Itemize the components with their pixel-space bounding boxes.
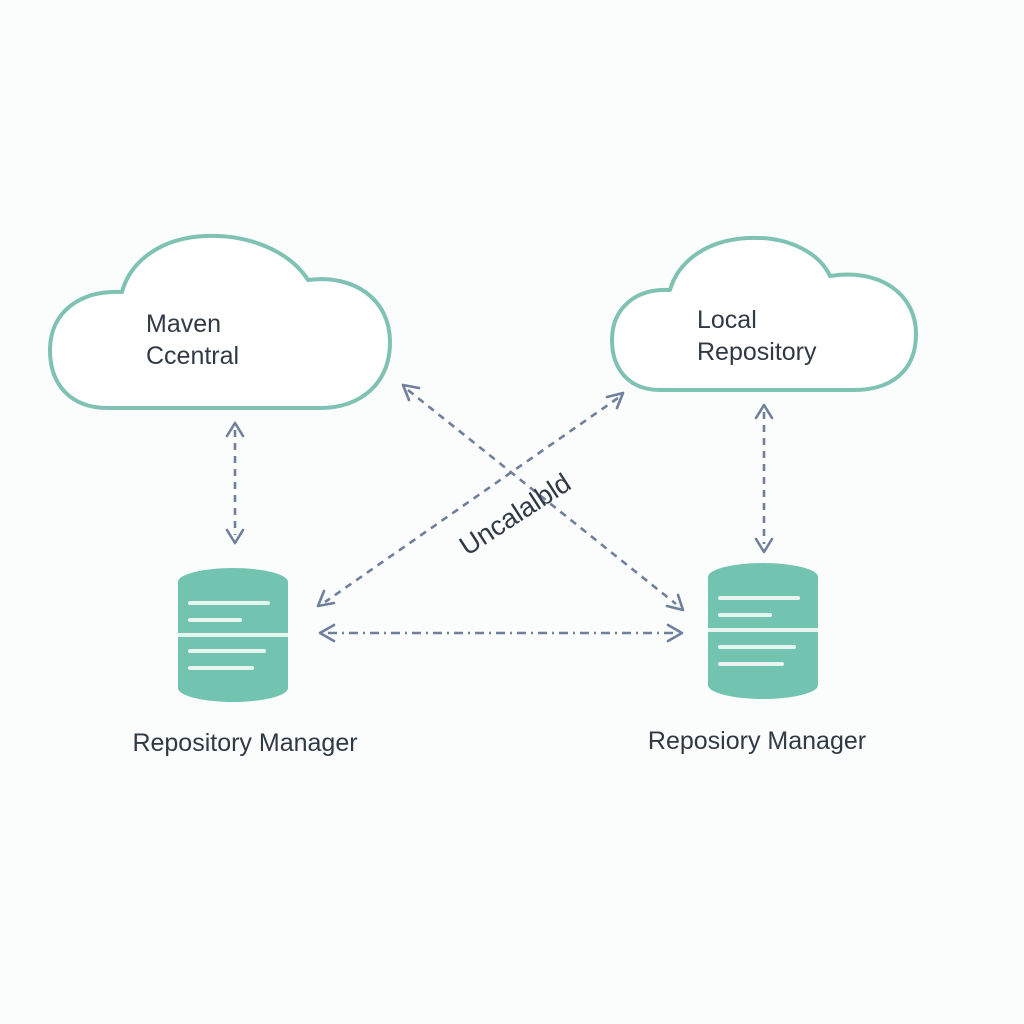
database-icon <box>708 563 818 699</box>
local-repository-label-line2: Repository <box>697 338 817 366</box>
arrow-up-icon <box>225 421 245 438</box>
arrow-down-icon <box>225 528 245 545</box>
arrow-right-icon <box>666 623 684 643</box>
arrow-left-icon <box>318 623 336 643</box>
repository-manager-left-node[interactable]: Repository Manager <box>132 568 358 757</box>
local-repository-node[interactable]: Local Repository <box>610 235 918 392</box>
cross-edge-label: Uncalalbld <box>454 468 576 562</box>
repository-manager-right-label: Reposiory Manager <box>648 727 866 755</box>
edge-local-to-left-manager <box>316 391 625 608</box>
edge-left-to-right-manager <box>318 623 684 643</box>
local-repository-label-line1: Local <box>697 306 757 334</box>
maven-central-label-line2: Ccentral <box>146 342 239 370</box>
edge-local-to-right-manager <box>754 403 774 554</box>
maven-central-node[interactable]: Maven Ccentral <box>48 233 392 410</box>
arrow-head-icon <box>401 383 421 402</box>
cloud-icon <box>48 233 392 410</box>
repository-manager-right-node[interactable]: Reposiory Manager <box>648 563 866 755</box>
database-icon <box>178 568 288 702</box>
cloud-icon <box>610 235 918 392</box>
maven-central-label-line1: Maven <box>146 310 221 338</box>
arrow-head-icon <box>605 391 625 410</box>
arrow-down-icon <box>754 537 774 554</box>
arrow-head-icon <box>665 593 685 612</box>
edge-maven-to-left-manager <box>225 421 245 545</box>
arrow-up-icon <box>754 403 774 420</box>
repository-manager-left-label: Repository Manager <box>132 729 357 757</box>
edge-maven-to-right-manager <box>401 383 685 612</box>
arrow-head-icon <box>316 589 336 608</box>
